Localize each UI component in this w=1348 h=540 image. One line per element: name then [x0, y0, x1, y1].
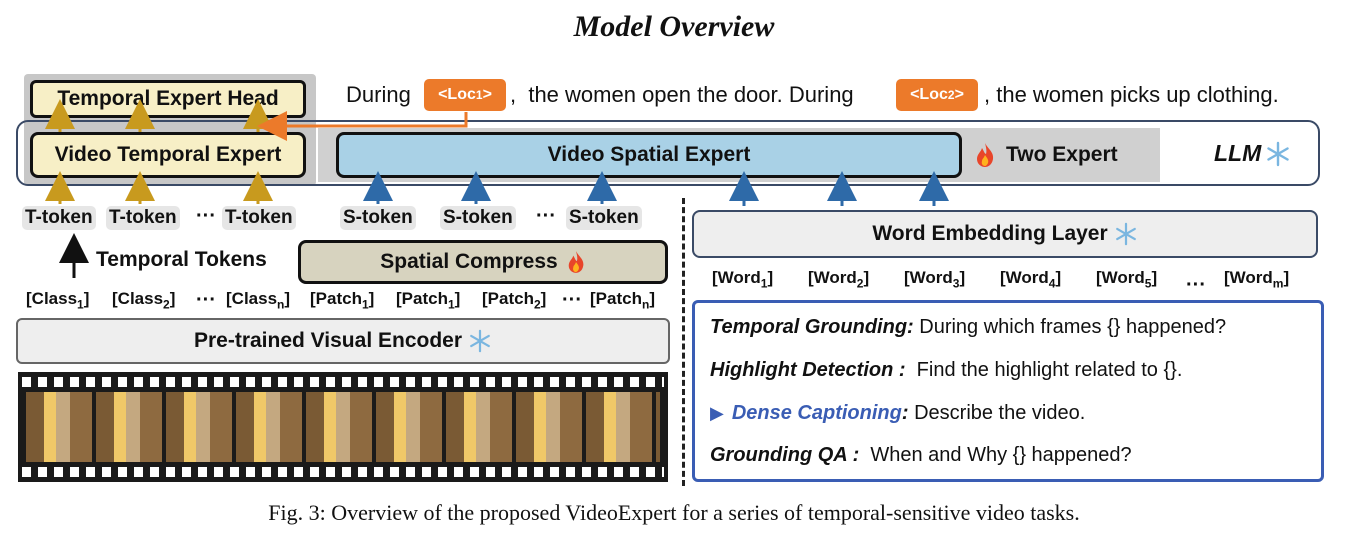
word-token-3: [Word3] [904, 268, 966, 291]
video-spatial-expert-label: Video Spatial Expert [547, 143, 751, 166]
s-token-ellipsis: ··· [536, 205, 556, 227]
word-token-ellipsis: ··· [1186, 274, 1206, 296]
patch-token-n: [Patchn] [590, 289, 655, 312]
word-embedding-layer: Word Embedding Layer [692, 210, 1318, 258]
film-perforations-bottom [22, 467, 664, 477]
snowflake-icon [1267, 141, 1289, 166]
task-key: Highlight Detection : [710, 359, 906, 381]
snowflake-icon [470, 329, 490, 353]
sentence-p2: , the women open the door. During [510, 82, 854, 107]
video-temporal-expert: Video Temporal Expert [30, 132, 306, 178]
patch-token-3: [Patch2] [482, 289, 547, 312]
visual-encoder: Pre-trained Visual Encoder [16, 318, 670, 364]
word-token-m: [Wordm] [1224, 268, 1290, 291]
s-token-1: S-token [340, 206, 416, 230]
spatial-compress-label: Spatial Compress [380, 250, 558, 273]
llm-label: LLM [1214, 140, 1262, 166]
patch-token-1: [Patch1] [310, 289, 375, 312]
task-text: During which frames {} happened? [913, 316, 1227, 338]
fire-icon [568, 251, 584, 273]
patch-token-2: [Patch1] [396, 289, 461, 312]
word-token-1: [Word1] [712, 268, 774, 291]
task-text: Describe the video. [908, 402, 1086, 424]
t-token-1: T-token [22, 206, 96, 230]
spatial-compress: Spatial Compress [298, 240, 668, 284]
s-token-2: S-token [440, 206, 516, 230]
class-token-n: [Classn] [226, 289, 291, 312]
temporal-expert-head-label: Temporal Expert Head [57, 87, 279, 110]
task-key: Temporal Grounding: [710, 316, 914, 338]
t-token-ellipsis: ··· [196, 205, 216, 227]
diagram-title: Model Overview [573, 10, 775, 43]
temporal-tokens-label: Temporal Tokens [96, 248, 267, 271]
word-token-5: [Word5] [1096, 268, 1158, 291]
visual-encoder-label: Pre-trained Visual Encoder [193, 329, 463, 352]
sentence-p3: , the women picks up clothing. [984, 82, 1279, 107]
sentence-p1: During [346, 82, 411, 107]
class-token-1: [Class1] [26, 289, 90, 312]
s-token-n: S-token [566, 206, 642, 230]
t-token-n: T-token [222, 206, 296, 230]
task-text: When and Why {} happened? [859, 444, 1132, 466]
patch-token-ellipsis: ··· [562, 289, 582, 311]
two-expert-label: Two Expert [1006, 143, 1118, 166]
task-dense-captioning: ▶ Dense Captioning: Describe the video. [710, 402, 1085, 425]
task-key-dense: Dense Captioning [731, 402, 902, 424]
task-temporal-grounding: Temporal Grounding: During which frames … [710, 316, 1226, 339]
llm-box [16, 120, 1320, 186]
two-expert-group: Two Expert [974, 142, 1118, 168]
video-frames [26, 392, 660, 462]
play-triangle-icon: ▶ [710, 403, 724, 423]
task-instructions-box [692, 300, 1324, 482]
class-token-ellipsis: ··· [196, 289, 216, 311]
task-text: Find the highlight related to {}. [905, 359, 1183, 381]
fire-icon [977, 143, 994, 167]
film-perforations-top [22, 377, 664, 387]
figure-caption: Fig. 3: Overview of the proposed VideoEx… [268, 500, 1080, 525]
llm-label-group: LLM [1214, 140, 1291, 167]
task-grounding-qa: Grounding QA : When and Why {} happened? [710, 444, 1132, 467]
t-token-2: T-token [106, 206, 180, 230]
class-token-2: [Class2] [112, 289, 176, 312]
word-token-2: [Word2] [808, 268, 870, 291]
task-highlight-detection: Highlight Detection : Find the highlight… [710, 359, 1182, 382]
video-film-strip [18, 372, 668, 482]
arrow-loc-to-head [257, 111, 468, 141]
word-token-4: [Word4] [1000, 268, 1062, 291]
word-embedding-label: Word Embedding Layer [872, 222, 1108, 245]
divider-dashed [682, 198, 685, 486]
task-key-colon: : [901, 402, 909, 424]
video-temporal-expert-label: Video Temporal Expert [54, 143, 282, 166]
video-spatial-expert: Video Spatial Expert [336, 132, 962, 178]
task-key: Grounding QA : [710, 444, 860, 466]
snowflake-icon [1115, 222, 1136, 246]
